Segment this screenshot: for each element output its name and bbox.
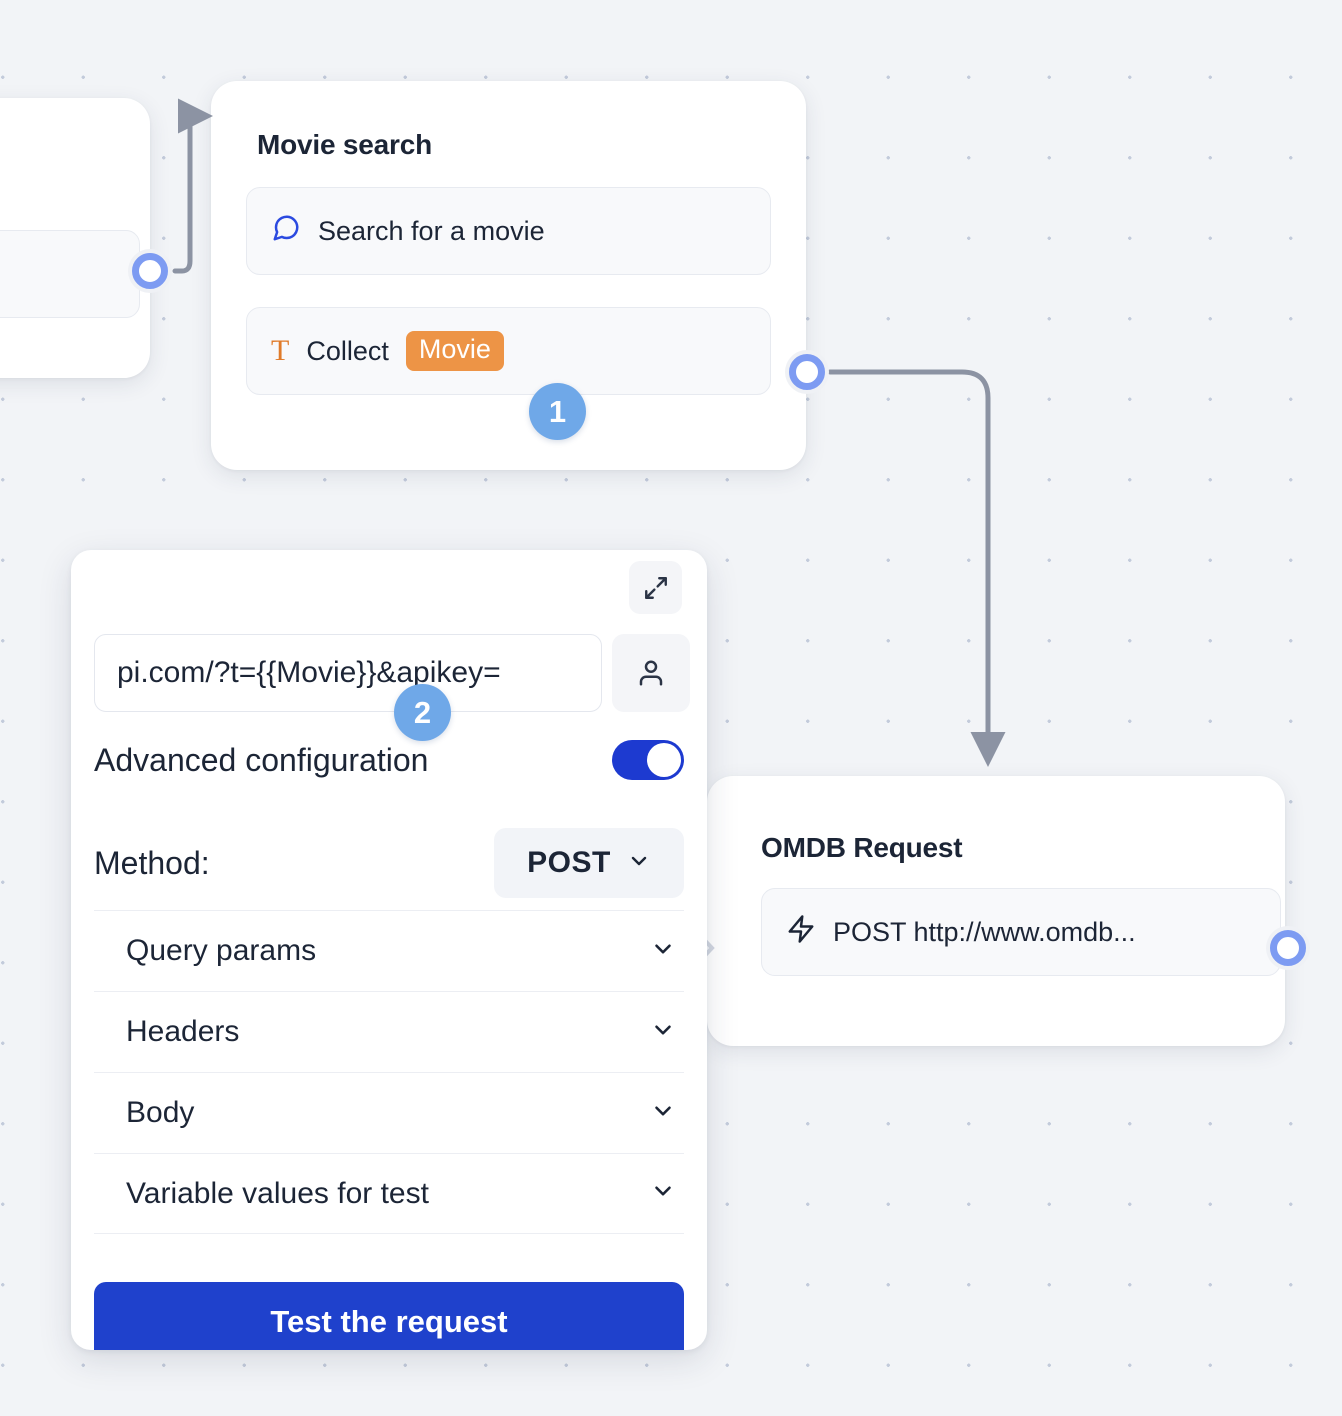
speech-bubble-icon — [271, 213, 301, 250]
accordion-variable-values-for-test[interactable]: Variable values for test — [94, 1153, 684, 1234]
text-type-icon: T — [271, 334, 290, 367]
partial-node-card[interactable] — [0, 98, 150, 378]
node-row-label: Search for a movie — [318, 215, 545, 246]
chevron-down-icon[interactable] — [650, 1017, 676, 1048]
accordion-label: Variable values for test — [126, 1176, 429, 1210]
accordion-label: Headers — [126, 1015, 240, 1048]
node-omdb-request[interactable]: OMDB Request POST http://www.omdb... — [707, 776, 1285, 1046]
expand-diagonal-icon[interactable] — [629, 561, 682, 614]
node-row-search-for-a-movie[interactable]: Search for a movie — [246, 187, 771, 275]
variable-tag-movie[interactable]: Movie — [405, 331, 504, 371]
accordion-list: Query params Headers Body — [94, 910, 684, 1234]
advanced-configuration-row: Advanced configuration — [94, 740, 684, 780]
method-select[interactable]: POST — [494, 828, 684, 898]
node-row-post-request[interactable]: POST http://www.omdb... — [761, 888, 1281, 976]
test-the-request-button[interactable]: Test the request — [94, 1282, 684, 1350]
partial-node-row[interactable] — [0, 230, 140, 318]
person-icon[interactable] — [612, 634, 690, 712]
node-movie-search[interactable]: Movie search Search for a movie T Collec… — [211, 81, 806, 470]
lightning-bolt-icon — [786, 914, 816, 951]
accordion-label: Query params — [126, 934, 317, 967]
port-output-partial-node[interactable] — [128, 249, 172, 293]
step-badge-2: 2 — [394, 684, 451, 741]
node-title: OMDB Request — [761, 832, 963, 863]
advanced-configuration-toggle[interactable] — [612, 740, 684, 780]
accordion-label: Body — [126, 1096, 195, 1129]
chevron-down-icon[interactable] — [650, 936, 676, 967]
request-url-input[interactable] — [94, 634, 602, 712]
node-row-label: POST http://www.omdb... — [833, 916, 1136, 947]
accordion-body[interactable]: Body — [94, 1072, 684, 1153]
chevron-down-icon — [627, 849, 651, 878]
method-value: POST — [527, 846, 611, 879]
accordion-query-params[interactable]: Query params — [94, 910, 684, 991]
url-row — [94, 634, 690, 712]
method-label: Method: — [94, 844, 210, 881]
node-row-collect-movie[interactable]: T Collect Movie — [246, 307, 771, 395]
step-badge-1: 1 — [529, 383, 586, 440]
port-output-omdb-request[interactable] — [1266, 926, 1310, 970]
chevron-down-icon[interactable] — [650, 1178, 676, 1209]
node-row-label: Collect — [306, 335, 389, 366]
method-row: Method: POST — [94, 828, 684, 898]
accordion-headers[interactable]: Headers — [94, 991, 684, 1072]
request-config-panel[interactable]: Advanced configuration Method: POST Quer… — [71, 550, 707, 1350]
port-output-movie-search[interactable] — [785, 350, 829, 394]
chevron-down-icon[interactable] — [650, 1098, 676, 1129]
node-title: Movie search — [257, 129, 433, 160]
advanced-configuration-label: Advanced configuration — [94, 741, 429, 778]
